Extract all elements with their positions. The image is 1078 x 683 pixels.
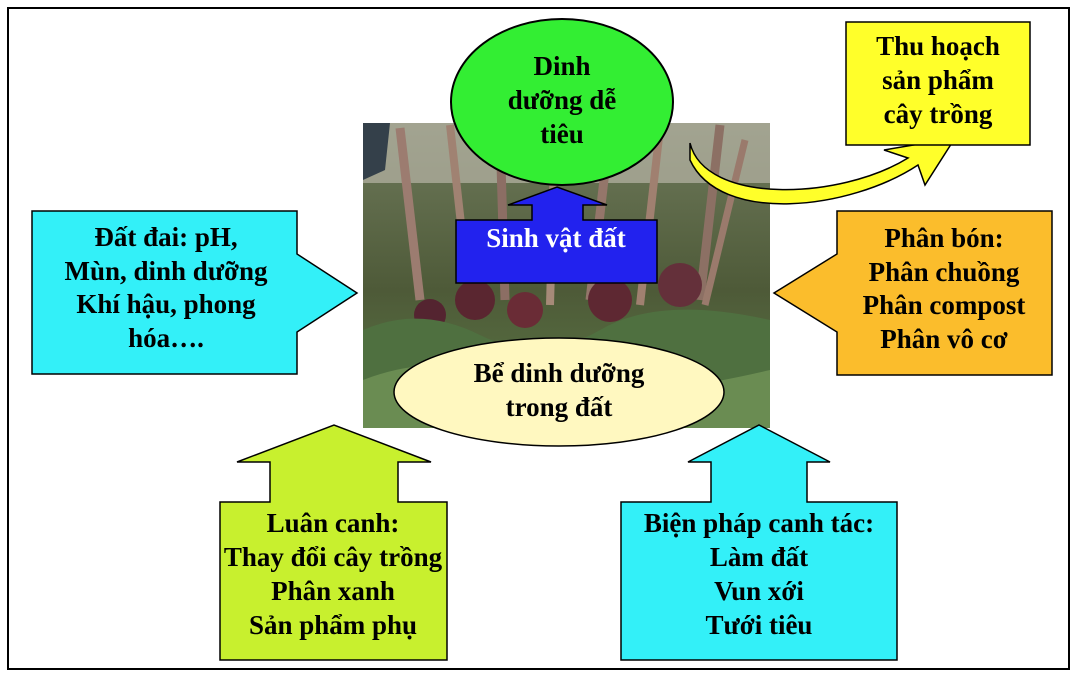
label-line: cây trồng	[884, 99, 993, 129]
label-line: Đất đai: pH,	[94, 222, 237, 252]
label-line: Bể dinh dưỡng	[474, 358, 645, 388]
label-line: sản phẩm	[882, 65, 994, 95]
node-dinh-duong-de-tieu: Dinh dưỡng dễ tiêu	[450, 18, 674, 186]
label-line: Phân bón:	[884, 223, 1003, 253]
node-dat-dai: Đất đai: pH, Mùn, dinh dưỡng Khí hậu, ph…	[31, 210, 359, 375]
label-line: Luân canh:	[267, 508, 400, 538]
node-bien-phap-canh-tac: Biện pháp canh tác: Làm đất Vun xới Tưới…	[620, 424, 898, 661]
node-sinh-vat-dat: Sinh vật đất	[455, 186, 658, 284]
label-line: Phân vô cơ	[880, 324, 1008, 354]
label-line: Phân xanh	[271, 576, 395, 606]
label-line: Sinh vật đất	[486, 223, 626, 253]
label-line: Mùn, dinh dưỡng	[64, 256, 268, 286]
label-line: Khí hậu, phong	[76, 289, 256, 319]
label-line: dưỡng dễ	[508, 85, 616, 115]
label-line: Vun xới	[714, 576, 804, 606]
ellipse-shape	[393, 337, 725, 447]
label-line: Sản phẩm phụ	[249, 610, 417, 640]
right-arrow-shape	[31, 210, 359, 375]
label-line: Dinh	[533, 51, 590, 81]
ellipse-shape	[450, 18, 674, 186]
label-line: trong đất	[506, 392, 613, 422]
up-arrow-shape	[219, 424, 448, 661]
node-phan-bon: Phân bón: Phân chuồng Phân compost Phân …	[772, 210, 1053, 376]
label-line: Thay đổi cây trồng	[224, 542, 443, 572]
label-line: Biện pháp canh tác:	[644, 508, 874, 538]
label-line: Phân chuồng	[869, 257, 1020, 287]
label-line: Làm đất	[710, 542, 808, 572]
label-line: tiêu	[540, 119, 584, 149]
node-be-dinh-duong: Bể dinh dưỡng trong đất	[393, 337, 725, 447]
up-arrow-shape	[455, 186, 658, 284]
node-thu-hoach: Thu hoạch sản phẩm cây trồng	[845, 21, 1031, 146]
label-line: Phân compost	[863, 290, 1026, 320]
node-luan-canh: Luân canh: Thay đổi cây trồng Phân xanh …	[219, 424, 448, 661]
label-line: hóa….	[128, 323, 204, 353]
box-shape	[845, 21, 1031, 146]
up-arrow-shape	[620, 424, 898, 661]
label-line: Tưới tiêu	[706, 610, 813, 640]
left-arrow-shape	[772, 210, 1053, 376]
label-line: Thu hoạch	[876, 31, 1000, 61]
